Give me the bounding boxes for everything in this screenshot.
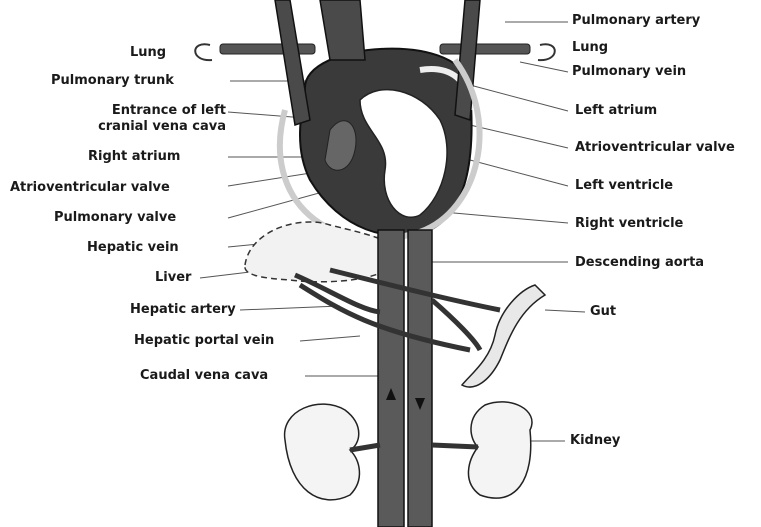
label-hepatic-artery: Hepatic artery: [130, 302, 236, 318]
label-kidney: Kidney: [570, 433, 620, 449]
label-lung-left: Lung: [130, 45, 166, 61]
label-lung-right: Lung: [572, 40, 608, 56]
label-right-ventricle: Right ventricle: [575, 216, 683, 232]
label-hepatic-portal-vein: Hepatic portal vein: [134, 333, 274, 349]
label-left-atrium: Left atrium: [575, 103, 657, 119]
gut: [462, 285, 545, 387]
label-left-ventricle: Left ventricle: [575, 178, 673, 194]
label-right-atrium: Right atrium: [88, 149, 180, 165]
label-caudal-vena-cava: Caudal vena cava: [140, 368, 268, 384]
label-gut: Gut: [590, 304, 616, 320]
label-pulmonary-artery: Pulmonary artery: [572, 13, 700, 29]
label-pulmonary-vein: Pulmonary vein: [572, 64, 686, 80]
label-pulmonary-trunk: Pulmonary trunk: [51, 73, 174, 89]
main-vessels: [378, 230, 432, 527]
label-liver: Liver: [155, 270, 191, 286]
label-entrance-left-cranial-vena-cava: Entrance of left cranial vena cava: [38, 103, 226, 135]
label-descending-aorta: Descending aorta: [575, 255, 704, 271]
label-hepatic-vein: Hepatic vein: [87, 240, 179, 256]
label-pulmonary-valve: Pulmonary valve: [54, 210, 176, 226]
heart: [300, 49, 472, 236]
label-atrioventricular-valve-left: Atrioventricular valve: [10, 180, 170, 196]
label-atrioventricular-valve-right: Atrioventricular valve: [575, 140, 735, 156]
